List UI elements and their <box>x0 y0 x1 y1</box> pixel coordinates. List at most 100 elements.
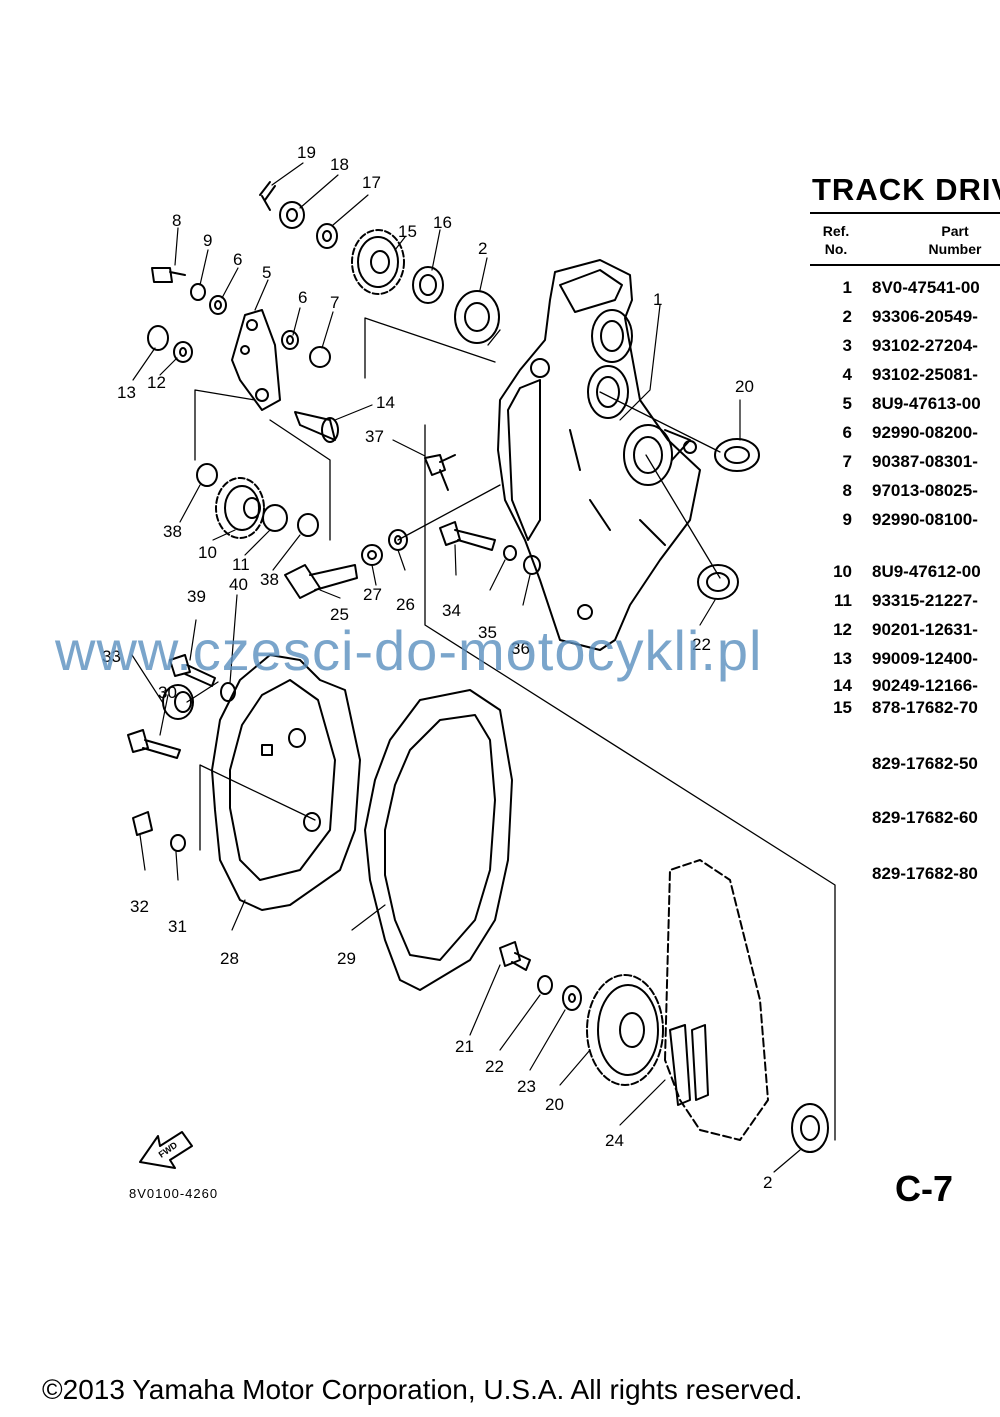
callout-10: 10 <box>198 543 217 562</box>
callout-31: 31 <box>168 917 187 936</box>
bolt-39 <box>169 654 216 687</box>
ref-no: 15 <box>833 698 852 717</box>
callout-32: 32 <box>130 897 149 916</box>
sprocket-15 <box>351 229 405 295</box>
washer-9 <box>190 283 206 301</box>
ref-no: 14 <box>833 676 852 695</box>
bushing-16 <box>412 266 444 304</box>
part-number: 829-17682-50 <box>872 754 978 773</box>
part-number: 92990-08100- <box>872 510 978 529</box>
ref-no: 9 <box>842 510 852 529</box>
callout-15: 15 <box>398 222 417 241</box>
figure-code: 8V0100-4260 <box>129 1186 219 1201</box>
sprocket-20 <box>586 974 664 1086</box>
nut-27 <box>361 544 383 566</box>
part-number: 8V0-47541-00 <box>872 278 980 297</box>
washer-17 <box>316 223 338 249</box>
ref-no: 7 <box>842 452 852 471</box>
collar-7 <box>309 346 331 368</box>
copyright-notice: ©2013 Yamaha Motor Corporation, U.S.A. A… <box>42 1374 803 1405</box>
part-number: 8U9-47612-00 <box>872 562 981 581</box>
callout-5: 5 <box>262 263 271 282</box>
cover-28 <box>211 654 361 911</box>
table-rule-top <box>810 212 1000 214</box>
col-header-part: Part Number <box>928 223 982 257</box>
callout-4: 22 <box>692 635 711 654</box>
callout-7: 7 <box>330 293 339 312</box>
callout-1: 1 <box>653 290 662 309</box>
washer-6b <box>281 330 299 350</box>
section-title: TRACK DRIV <box>812 172 1000 207</box>
part-number: 92990-08200- <box>872 423 978 442</box>
page-id: C-7 <box>895 1168 954 1209</box>
bolt-30 <box>127 729 181 759</box>
bearing-3 <box>714 438 760 472</box>
ref-no: 1 <box>842 278 852 297</box>
chain-24 <box>664 859 769 1141</box>
callout-37: 37 <box>365 427 384 446</box>
ref-no: 8 <box>842 481 852 500</box>
ref-no: 6 <box>842 423 852 442</box>
shaft-14 <box>294 411 339 443</box>
table-rule-header <box>810 264 1000 266</box>
nut-18 <box>279 201 305 229</box>
collar-38b <box>297 513 319 537</box>
callout-17: 17 <box>362 173 381 192</box>
callout-11: 11 <box>232 555 250 574</box>
callout-20: 20 <box>545 1095 564 1114</box>
bolt-32 <box>132 811 153 836</box>
bolt-34 <box>439 521 496 551</box>
washer-35 <box>503 545 517 561</box>
callout-6a: 6 <box>233 250 242 269</box>
gasket-29 <box>364 689 513 991</box>
cotter-pin-19 <box>259 181 276 211</box>
part-number: 8U9-47613-00 <box>872 394 981 413</box>
ref-no: 13 <box>833 649 852 668</box>
part-number: 99009-12400- <box>872 649 978 668</box>
callout-16: 16 <box>433 213 452 232</box>
part-number: 90201-12631- <box>872 620 978 639</box>
callout-18: 18 <box>330 155 349 174</box>
washer-36 <box>523 555 541 575</box>
callout-8: 8 <box>172 211 181 230</box>
callout-26: 26 <box>396 595 415 614</box>
callout-38b: 38 <box>260 570 279 589</box>
callout-28: 28 <box>220 949 239 968</box>
bearing-2-bottom <box>791 1103 829 1153</box>
ref-no: 5 <box>842 394 852 413</box>
callout-14: 14 <box>376 393 395 412</box>
ref-no: 3 <box>842 336 852 355</box>
callout-6b: 6 <box>298 288 307 307</box>
callout-labels: 1 2 20 22 5 6 6 7 8 9 10 11 12 13 14 15 … <box>102 143 772 1192</box>
callout-39: 39 <box>187 587 206 606</box>
callout-34: 34 <box>442 601 461 620</box>
ref-no: 2 <box>842 307 852 326</box>
callout-24: 24 <box>605 1131 624 1150</box>
ref-no: 4 <box>842 365 852 384</box>
part-number: 97013-08025- <box>872 481 978 500</box>
callout-27: 27 <box>363 585 382 604</box>
callout-3: 20 <box>735 377 754 396</box>
bearing-4 <box>697 564 739 600</box>
assembly-lines <box>186 317 836 1141</box>
callout-35: 35 <box>478 623 497 642</box>
callout-13: 13 <box>117 383 136 402</box>
bolt-25 <box>284 564 358 599</box>
watermark: www.czesci-do-motocykli.pl <box>55 619 763 682</box>
washer-31 <box>170 834 186 852</box>
part-number: 93315-21227- <box>872 591 978 610</box>
ref-no: 12 <box>833 620 852 639</box>
ref-no: 10 <box>833 562 852 581</box>
callout-33: 33 <box>102 647 121 666</box>
callout-9: 9 <box>203 231 212 250</box>
part-number: 829-17682-60 <box>872 808 978 827</box>
collar-38a <box>196 463 218 487</box>
callout-29: 29 <box>337 949 356 968</box>
ref-no: 11 <box>834 591 852 610</box>
grease-nipple-37 <box>424 454 456 491</box>
part-number: 93306-20549- <box>872 307 978 326</box>
clip-13 <box>147 325 169 351</box>
bearing-11 <box>262 504 288 532</box>
callout-30: 30 <box>158 683 177 702</box>
